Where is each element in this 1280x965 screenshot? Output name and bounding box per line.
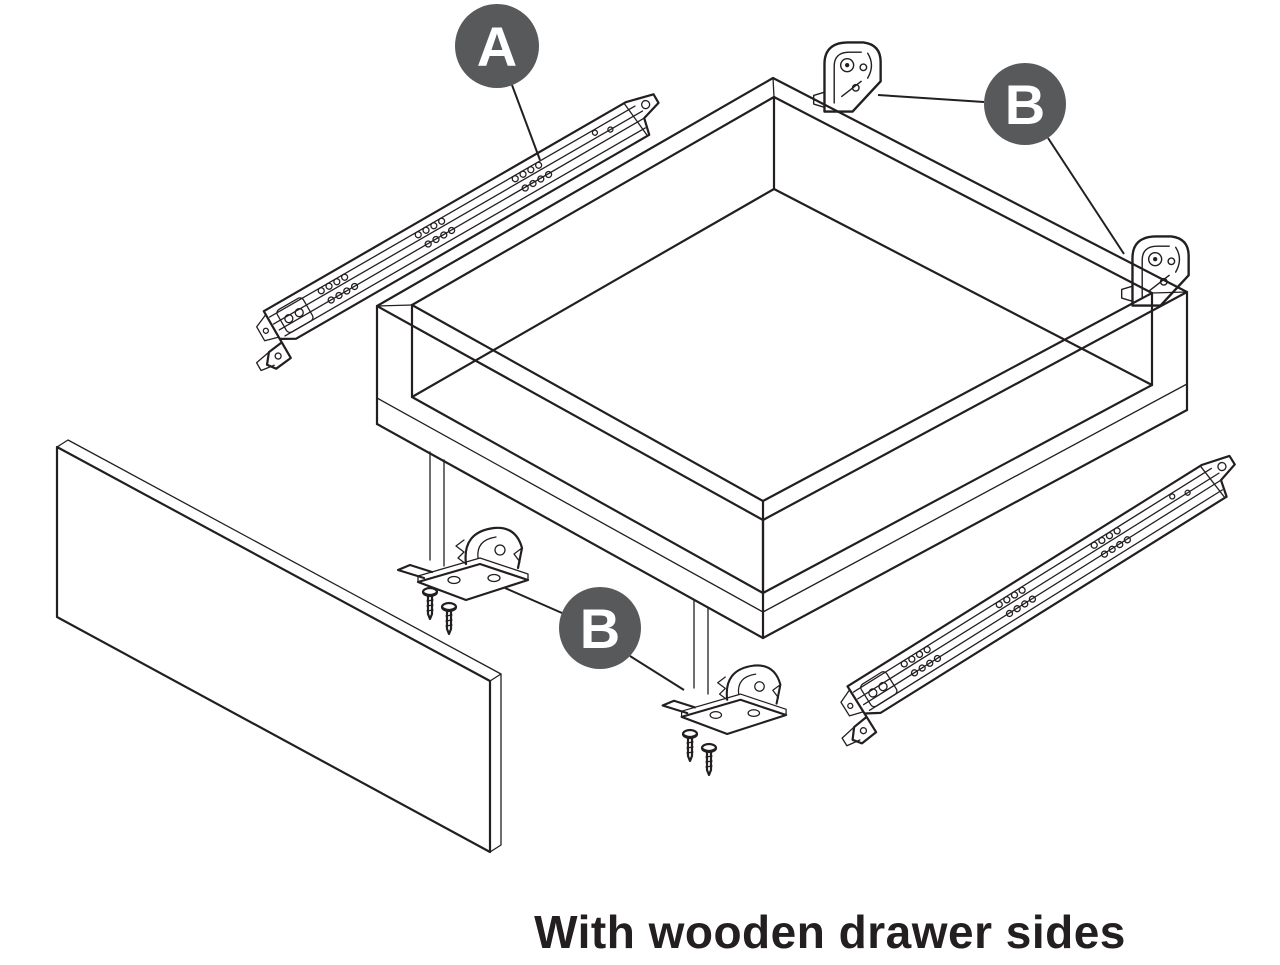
leader-line-a <box>511 84 541 161</box>
wall-bottom-left <box>375 422 765 640</box>
wall-groove-right <box>762 383 1188 613</box>
front-panel-face <box>55 445 492 854</box>
label-b-bottom-badge: B <box>559 587 641 669</box>
front-panel-top-edge <box>56 439 502 682</box>
leader-line-b-bottom-1 <box>504 587 563 614</box>
label-a-circle <box>455 4 539 88</box>
drawer-bottom-panel <box>410 187 1154 595</box>
label-b-top-badge: B <box>984 63 1066 145</box>
locking-device-top-right <box>1120 235 1190 307</box>
front-panel-side-edge <box>489 673 502 853</box>
locking-device-bottom-right <box>661 664 788 736</box>
leader-line-b-bottom-2 <box>629 655 685 691</box>
locking-device-top-left <box>812 41 882 113</box>
rim-miter-back <box>772 77 775 98</box>
rim-miter-left <box>376 304 413 307</box>
leader-line-b-top-2 <box>1047 137 1125 255</box>
screw <box>700 742 718 777</box>
drawer-slide-right <box>819 448 1257 752</box>
caption: With wooden drawer sides <box>534 906 1126 958</box>
wall-bottom-right <box>761 408 1189 640</box>
leader-line-b-top-1 <box>877 94 985 103</box>
wall-groove-left <box>376 397 764 613</box>
label-b-top-circle <box>984 63 1066 145</box>
screw <box>421 586 439 621</box>
label-b-top-text: B <box>1005 73 1045 136</box>
screw <box>681 728 699 763</box>
drawer-slide-left <box>234 87 680 377</box>
label-b-bottom-text: B <box>580 597 620 660</box>
drawer-inner-rim <box>410 95 1154 503</box>
label-a-badge: A <box>455 4 539 88</box>
drawer-box <box>375 76 1189 640</box>
drawer-front-panel <box>55 439 502 854</box>
label-b-bottom-circle <box>559 587 641 669</box>
label-a-text: A <box>477 15 517 78</box>
mounting-pins <box>429 451 709 695</box>
screw <box>440 601 458 636</box>
drawer-outer-rim <box>375 76 1189 522</box>
rim-miter-right <box>1151 291 1188 294</box>
